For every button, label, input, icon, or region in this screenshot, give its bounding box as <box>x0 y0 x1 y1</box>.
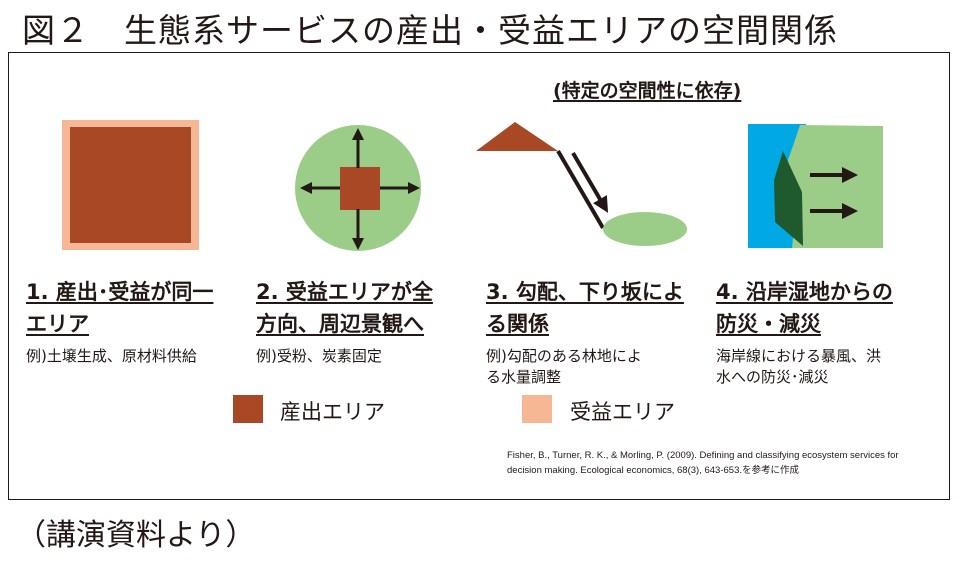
item-2: 2. 受益エリアが全 方向、周辺景観へ 例)受粉、炭素固定 <box>256 276 433 367</box>
reference-line: Fisher, B., Turner, R. K., & Morling, P.… <box>507 450 899 461</box>
downhill-arrow-icon <box>571 151 609 213</box>
item-1: 1. 産出･受益が同一 エリア 例)土壌生成、原材料供給 <box>26 276 213 367</box>
slope-illustration <box>476 122 687 246</box>
item-heading: 2. 受益エリアが全 <box>256 280 433 304</box>
diagram-frame <box>8 52 950 500</box>
item-heading: 4. 沿岸湿地からの <box>716 280 893 304</box>
item-heading: る関係 <box>486 312 549 336</box>
item-example: 水への防災･減災 <box>716 368 829 386</box>
item-heading: 3. 勾配、下り坂によ <box>486 280 684 304</box>
legend-benefit-swatch <box>522 395 552 423</box>
land-area <box>788 125 883 248</box>
source-caption: （講演資料より） <box>16 518 256 553</box>
legend-production-label: 産出エリア <box>280 400 385 424</box>
reference-citation: Fisher, B., Turner, R. K., & Morling, P.… <box>507 448 947 478</box>
item-example: 例)土壌生成、原材料供給 <box>26 347 197 365</box>
item-heading: エリア <box>26 312 89 336</box>
wetland-area <box>774 151 803 246</box>
production-area-square <box>340 167 380 210</box>
legend-production-swatch <box>233 395 263 423</box>
production-area-triangle <box>476 122 558 151</box>
item-heading: 方向、周辺景観へ <box>256 312 424 336</box>
item-heading: 防災・減災 <box>716 312 821 336</box>
item-example: 例)勾配のある林地によ <box>486 347 642 365</box>
figure-title: 図２ 生態系サービスの産出・受益エリアの空間関係 <box>22 11 838 50</box>
item-example: る水量調整 <box>486 368 562 386</box>
item-3: 3. 勾配、下り坂によ る関係 例)勾配のある林地によ る水量調整 <box>486 276 684 388</box>
slope-line <box>556 149 605 230</box>
omnidirectional-illustration <box>295 125 421 251</box>
benefit-area-ellipse <box>603 212 687 246</box>
item-example: 例)受粉、炭素固定 <box>256 347 382 365</box>
legend-benefit-label: 受益エリア <box>570 400 675 424</box>
item-example: 海岸線における暴風、洪 <box>716 347 882 365</box>
coastal-wetland-illustration <box>748 124 883 248</box>
reference-line: decision making. Ecological economics, 6… <box>507 465 799 476</box>
spatial-dependency-label: (特定の空間性に依存) <box>553 80 742 102</box>
production-area-square <box>70 127 191 243</box>
same-area-illustration <box>62 120 199 250</box>
item-heading: 1. 産出･受益が同一 <box>26 280 214 304</box>
item-4: 4. 沿岸湿地からの 防災・減災 海岸線における暴風、洪 水への防災･減災 <box>716 276 893 388</box>
